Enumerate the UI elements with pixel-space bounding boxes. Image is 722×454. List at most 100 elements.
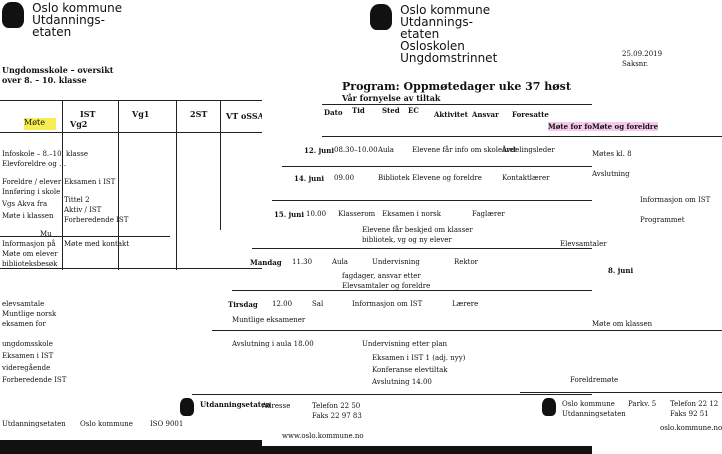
- body-line: Eksamen i IST 1 (adj. nyy): [372, 354, 466, 362]
- footer-text: Oslo kommune: [562, 400, 615, 408]
- oslo-crest-icon: [2, 2, 24, 28]
- oslo-logo: Oslo kommune Utdannings- etaten: [2, 2, 122, 40]
- col-header: VT oSSA: [226, 111, 262, 121]
- day-date: Tirsdag: [228, 300, 258, 309]
- logo-line: Osloskolen: [400, 39, 465, 53]
- logo-line: Utdannings-: [32, 13, 105, 27]
- footer-text: Utdanningsetaten: [200, 400, 271, 409]
- day-activity: Informasjon om IST: [352, 300, 423, 308]
- body-line: Muntlige eksamener: [232, 316, 306, 324]
- table-header-cell: Sted: [382, 106, 400, 115]
- row-label: Informasjon på: [2, 240, 56, 248]
- table-header-cell: Tid: [352, 106, 365, 115]
- doc-date: 25.09.2019: [622, 50, 663, 58]
- left-heading: Ungdomsskole – oversikt: [2, 65, 114, 75]
- footer-text: ISO 9001: [150, 420, 184, 428]
- note-line: biblioteksbesøk: [2, 260, 58, 268]
- row-label: Mu: [40, 230, 52, 238]
- logo-line: etaten: [32, 25, 72, 39]
- row-label: Møte i klassen: [2, 212, 54, 220]
- table-header-cell: Aktivitet: [434, 110, 468, 119]
- highlighted-cell: Møte og foreldre: [592, 122, 659, 131]
- note-line: videregående: [2, 364, 51, 372]
- day-responsible: Rektor: [454, 258, 479, 266]
- row-label: Vgs Akva fra: [2, 200, 48, 208]
- footer-text: www.oslo.kommune.no: [282, 432, 364, 440]
- oslo-crest-icon: [370, 4, 392, 30]
- day-time: 11.30: [292, 258, 313, 266]
- col-header: Vg2: [70, 119, 88, 129]
- day-activity: Eksamen i norsk: [382, 210, 441, 218]
- note-line: eksamen for: [2, 320, 46, 328]
- right-item: Programmet: [640, 216, 685, 224]
- left-document: Oslo kommune Utdannings- etaten Ungdomss…: [0, 0, 262, 454]
- doc-ref: Saksnr.: [622, 60, 649, 68]
- row-label: Infoskole – 8.–10. klasse: [2, 150, 88, 158]
- note-line: ungdomsskole: [2, 340, 53, 348]
- middle-document: Oslo kommune Utdannings- etaten Osloskol…: [172, 0, 592, 454]
- body-line: Avslutning i aula 18.00: [232, 340, 314, 348]
- right-item: Foreldremøte: [570, 376, 619, 384]
- footer-text: Parkv. 5: [628, 400, 657, 408]
- footer-text: Utdanningsetaten: [562, 410, 626, 418]
- day-responsible: Lærere: [452, 300, 479, 308]
- row-label: Forberedende IST: [64, 216, 129, 224]
- body-line: Elevsamtaler og foreldre: [342, 282, 431, 290]
- body-line: fagdager, ansvar etter: [342, 272, 421, 280]
- program-title: Program: Oppmøtedager uke 37 høst: [342, 80, 571, 93]
- logo-line: Ungdomstrinnet: [400, 51, 498, 65]
- row-label: Innføring i skole: [2, 188, 61, 196]
- right-item: Møte om klassen: [592, 320, 653, 328]
- highlighted-cell: Møte: [24, 118, 56, 130]
- logo-line: Oslo kommune: [32, 1, 123, 15]
- day-responsible: Faglærer: [472, 210, 505, 218]
- col-header: 2ST: [190, 109, 208, 119]
- day-responsible: Kontaktlærer: [502, 174, 550, 182]
- table-header-cell: Ansvar: [472, 110, 499, 119]
- oslo-logo: Oslo kommune Utdannings- etaten Osloskol…: [370, 4, 497, 66]
- day-date: 15. juni: [274, 210, 304, 219]
- day-date: 14. juni: [294, 174, 324, 183]
- body-line: Undervisning etter plan: [362, 340, 448, 348]
- footer-logo: [542, 398, 556, 417]
- row-label: Eksamen i IST: [64, 178, 116, 186]
- day-activity: Elevene og foreldre: [412, 174, 482, 182]
- logo-line: etaten: [400, 27, 440, 41]
- day-activity: Elevene får info om skoleåret: [412, 146, 517, 154]
- day-time: 08.30–10.00: [334, 146, 378, 154]
- oslo-crest-icon: [542, 398, 556, 416]
- footer-text: Faks 22 97 83: [312, 412, 362, 420]
- logo-line: Utdannings-: [400, 15, 473, 29]
- right-item: Elevsamtaler: [560, 240, 607, 248]
- note-line: Møte om elever: [2, 250, 58, 258]
- day-place: Aula: [378, 146, 394, 154]
- day-place: Sal: [312, 300, 324, 308]
- right-item: Informasjon om IST: [640, 196, 711, 204]
- note-line: Muntlige norsk: [2, 310, 57, 318]
- table-header-cell: Dato: [324, 108, 343, 117]
- footer-text: Adresse: [262, 402, 291, 410]
- logo-line: Oslo kommune: [400, 3, 491, 17]
- footer-text: Oslo kommune: [80, 420, 133, 428]
- footer-text: Faks 92 51: [670, 410, 709, 418]
- body-line: Konferanse elevtiltak: [372, 366, 448, 374]
- footer-text: Utdanningsetaten: [2, 420, 66, 428]
- footer-text: oslo.kommune.no: [660, 424, 722, 432]
- program-subtitle: Vår fornyelse av tiltak: [342, 93, 441, 103]
- col-header: Vg1: [132, 109, 150, 119]
- highlighted-cell: Møte for foresatte: [548, 122, 592, 131]
- row-label: Foreldre / elever: [2, 178, 62, 186]
- footer-logo: [180, 398, 194, 417]
- body-line: bibliotek, vg og ny elever: [362, 236, 452, 244]
- day-date: Mandag: [250, 258, 282, 267]
- day-activity: Undervisning: [372, 258, 420, 266]
- note-line: Eksamen i IST: [2, 352, 54, 360]
- body-line: Avslutning 14.00: [372, 378, 432, 386]
- note-line: Forberedende IST: [2, 376, 67, 384]
- table-header-cell: Foresatte: [512, 110, 549, 119]
- note-line: elevsamtale: [2, 300, 45, 308]
- row-label: Elevforeldre og …: [2, 160, 67, 168]
- body-line: Elevene får beskjed om klasser: [362, 226, 473, 234]
- day-place: Aula: [332, 258, 348, 266]
- row-label: Tittel 2: [64, 196, 90, 204]
